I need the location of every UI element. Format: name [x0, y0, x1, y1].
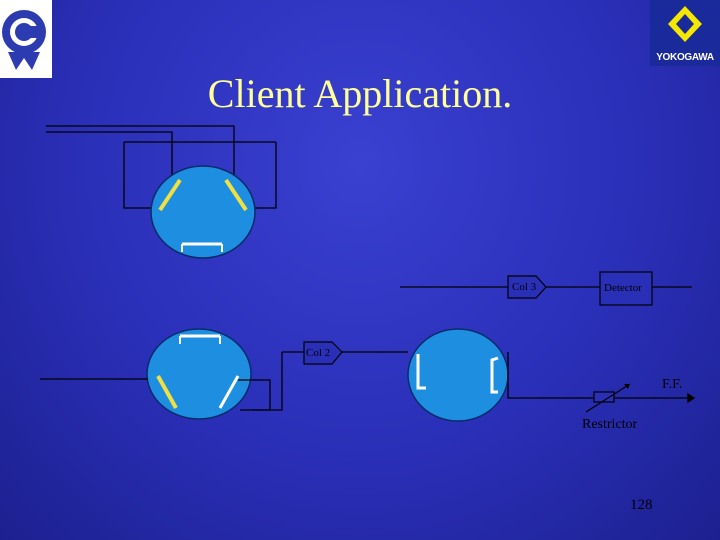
top-valve	[150, 165, 256, 259]
page-number: 128	[630, 497, 653, 513]
bottom-left-valve	[146, 328, 252, 420]
crest-logo	[0, 0, 52, 78]
bottom-right-valve	[407, 328, 509, 422]
yokogawa-logo: YOKOGAWA	[650, 0, 720, 66]
detector-label: Detector	[604, 282, 642, 294]
slide-title: Client Application.	[207, 71, 513, 116]
ff-label: F.F.	[662, 377, 682, 392]
detector: Detector	[599, 271, 653, 306]
ff-outlet-line	[507, 352, 696, 404]
restrictor-label: Restrictor	[582, 417, 638, 432]
top-valve-piping	[46, 125, 277, 209]
col2-label: Col 2	[306, 347, 330, 359]
yokogawa-diamond-logo-icon	[668, 6, 702, 42]
col3-label: Col 3	[512, 281, 537, 293]
restrictor: Restrictor	[582, 383, 638, 432]
yokogawa-wordmark: YOKOGAWA	[656, 52, 714, 63]
col3-column: Col 3	[507, 275, 547, 299]
col2-column: Col 2	[303, 341, 343, 365]
crest-c-logo-icon	[0, 0, 52, 78]
bottom-left-valve-piping	[40, 351, 408, 411]
